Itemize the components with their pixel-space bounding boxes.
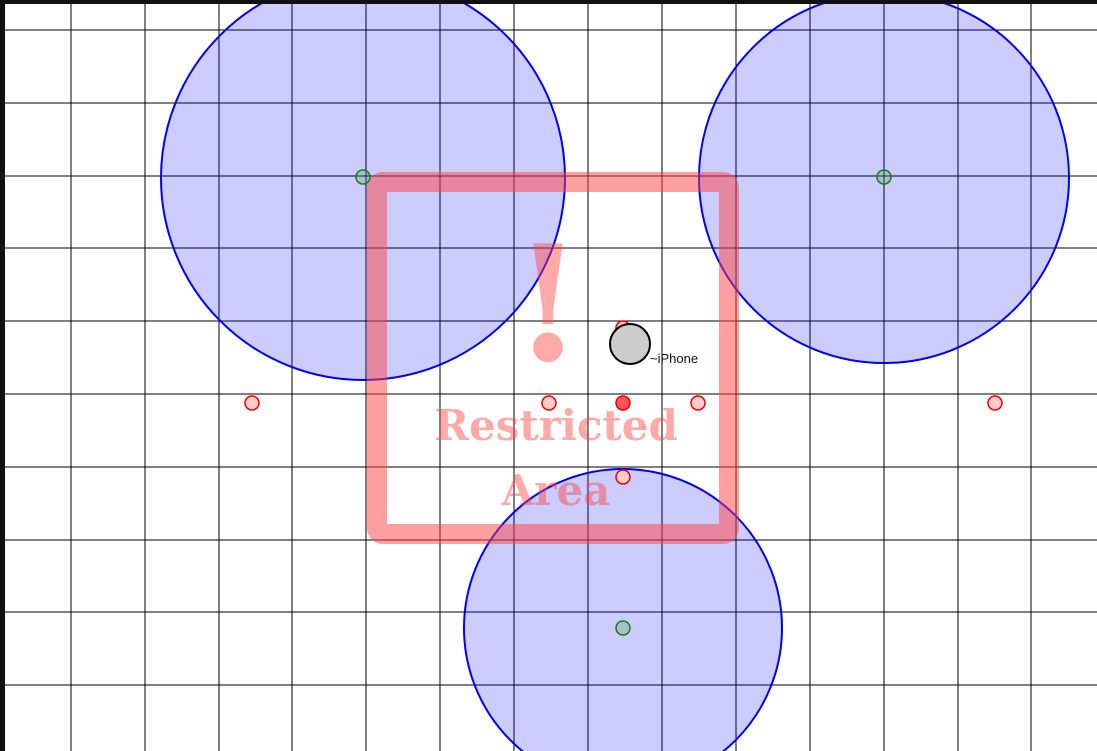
restricted-zone-subtitle: Area (501, 466, 611, 515)
restricted-zone-title: Restricted (434, 401, 678, 450)
device-label: ~iPhone (650, 351, 698, 366)
position-marker-icon[interactable] (541, 395, 557, 411)
beacon-center-icon[interactable] (355, 169, 371, 185)
restricted-zone[interactable]: ! Restricted Area (367, 172, 739, 544)
device-marker[interactable]: ~iPhone (609, 323, 698, 366)
beacon-center-icon[interactable] (876, 169, 892, 185)
frame-top (0, 0, 1097, 4)
position-marker-icon[interactable] (615, 469, 631, 485)
frame-left (0, 0, 5, 751)
beacon-center-icon[interactable] (615, 620, 631, 636)
beacon-layer (160, 0, 1070, 751)
beacon-centers (355, 169, 892, 636)
position-marker-icon[interactable] (987, 395, 1003, 411)
device-icon[interactable] (609, 323, 651, 365)
position-marker-icon[interactable] (690, 395, 706, 411)
restricted-zone-exclamation: ! (513, 210, 583, 398)
position-marker-icon[interactable] (244, 395, 260, 411)
position-marker-active-icon[interactable] (615, 395, 631, 411)
restricted-zone-border (367, 172, 739, 544)
